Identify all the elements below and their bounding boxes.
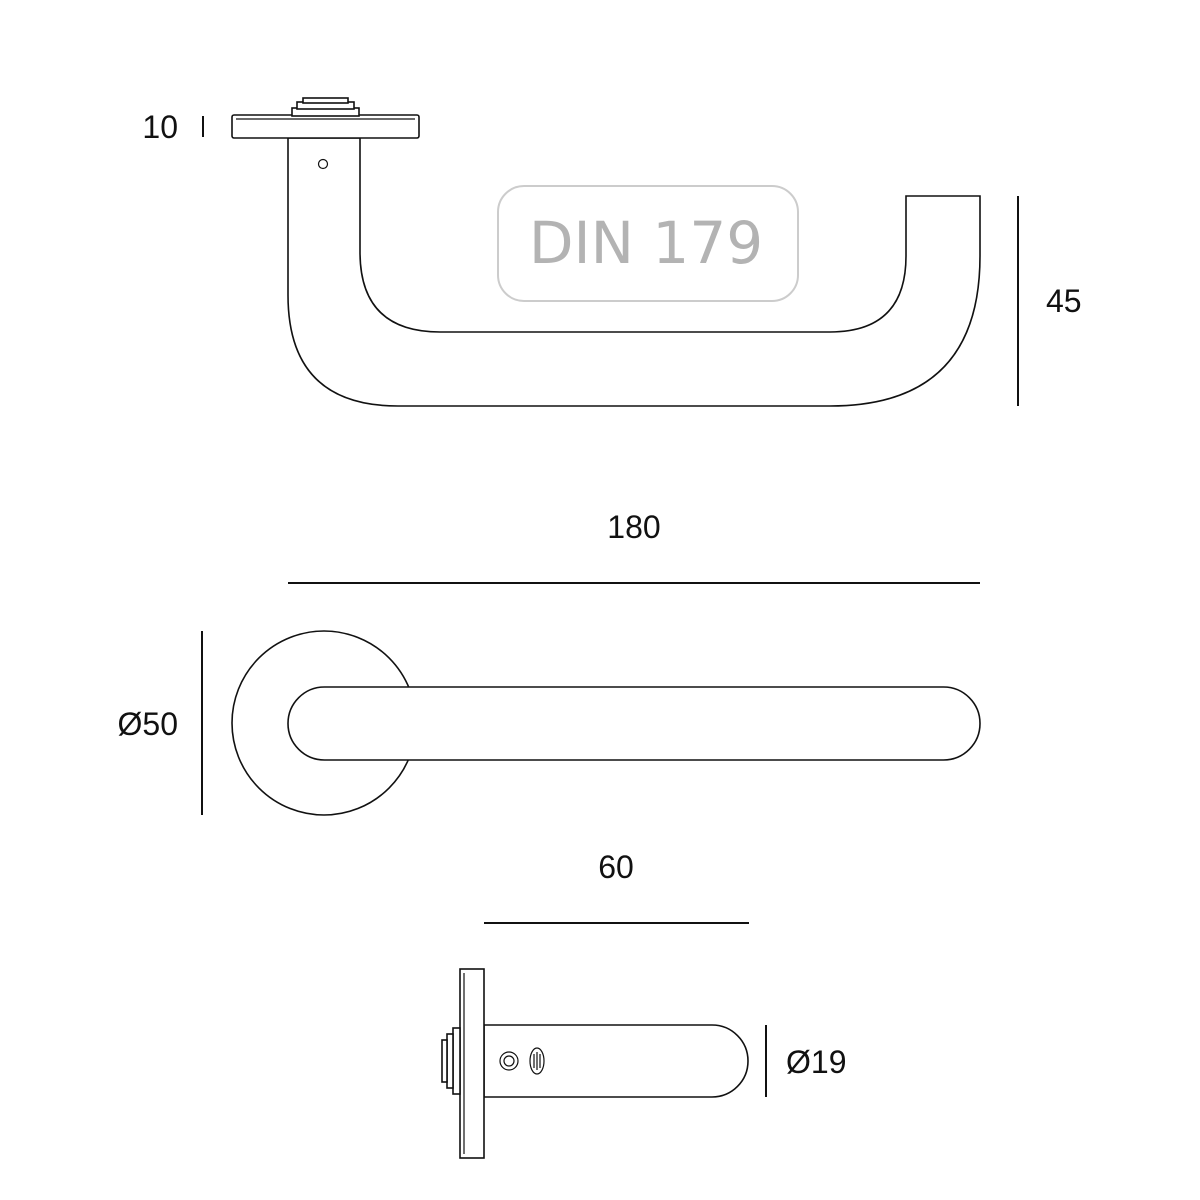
lever-top-view [287,686,981,761]
side-view [231,97,981,407]
spindle-collar-top [302,97,349,104]
end-view [441,968,749,1159]
lever-height-label: 45 [1046,283,1082,319]
grip-tube-end-view [483,1024,749,1098]
lever-side-profile [287,137,981,407]
grip-diameter-label: Ø19 [786,1044,846,1080]
din-badge-text: DIN 179 [529,209,763,277]
spindle-stack-outer [452,1027,461,1095]
din-badge: DIN 179 [497,185,799,302]
grub-screw-outer [499,1051,519,1071]
lever-length-label: 180 [607,509,660,545]
top-view [231,630,981,816]
spindle-stack-inner [441,1039,448,1083]
grub-screw-inner [503,1055,515,1067]
rose-diameter-label: Ø50 [118,706,178,742]
din-badge-frame [497,185,799,302]
rose-thickness-label: 10 [142,109,178,145]
spindle-stack-mid [446,1033,454,1089]
projection-label: 60 [598,849,634,885]
maker-stamp-icon [529,1047,545,1075]
fixing-screw-hole [317,158,329,170]
